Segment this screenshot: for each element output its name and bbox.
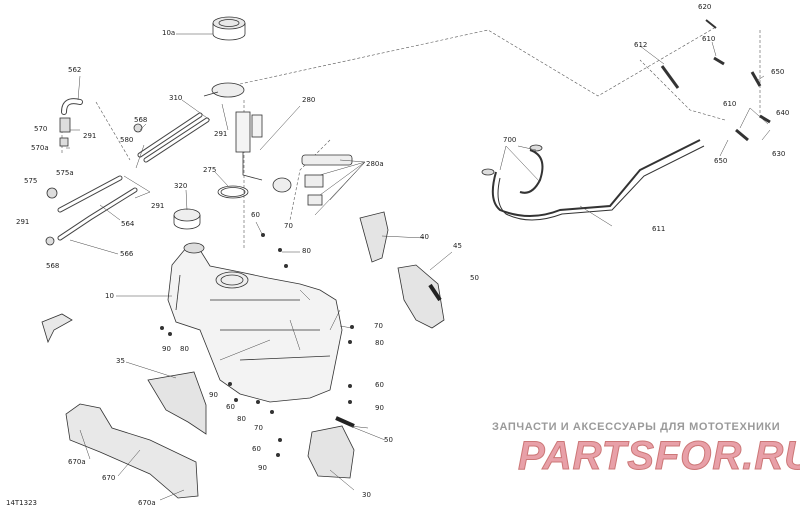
callout-80-a: 80 <box>302 247 311 255</box>
callout-575a: 575a <box>56 169 74 177</box>
callout-650: 650 <box>771 68 785 76</box>
callout-612: 612 <box>634 41 648 49</box>
fasteners <box>160 233 354 457</box>
shield-40 <box>359 211 389 263</box>
fuel-cap-320 <box>173 208 201 230</box>
callout-650-lower: 650 <box>714 157 728 165</box>
callout-90-a: 90 <box>162 345 171 353</box>
callout-610-lower: 610 <box>723 100 737 108</box>
callout-10: 10 <box>105 292 114 300</box>
callout-291-c: 291 <box>151 202 165 210</box>
callout-45: 45 <box>453 242 462 250</box>
shield-45 <box>397 264 445 329</box>
bracket-670 <box>65 403 199 499</box>
strip-50a <box>428 283 442 302</box>
callout-568-lower: 568 <box>46 262 60 270</box>
vent-lines <box>481 19 771 221</box>
callout-580: 580 <box>120 136 134 144</box>
callout-35: 35 <box>116 357 125 365</box>
callout-275: 275 <box>203 166 217 174</box>
callout-291-d: 291 <box>16 218 30 226</box>
callout-700: 700 <box>503 136 517 144</box>
cover-35 <box>147 371 207 435</box>
callout-50-a: 50 <box>470 274 479 282</box>
callout-620: 620 <box>698 3 712 11</box>
callout-90-d: 90 <box>258 464 267 472</box>
fuel-tank-10 <box>167 242 343 403</box>
callout-320: 320 <box>174 182 188 190</box>
callout-670: 670 <box>102 474 116 482</box>
guard-30 <box>307 425 355 479</box>
callout-60-c: 60 <box>226 403 235 411</box>
callout-80-b: 80 <box>375 339 384 347</box>
gasket-275 <box>217 185 249 199</box>
callout-630: 630 <box>772 150 786 158</box>
callout-570a: 570a <box>31 144 49 152</box>
strip-50b <box>335 416 355 428</box>
callout-10a: 10a <box>162 29 176 37</box>
callout-280a: 280a <box>366 160 384 168</box>
callout-291-a: 291 <box>83 132 97 140</box>
callout-611: 611 <box>652 225 666 233</box>
callout-30: 30 <box>362 491 371 499</box>
watermark-logo-text: PARTSFOR.RU <box>517 434 800 479</box>
callout-60-b: 60 <box>375 381 384 389</box>
callout-70-a: 70 <box>284 222 293 230</box>
callout-70-c: 70 <box>254 424 263 432</box>
callout-291-b: 291 <box>214 130 228 138</box>
callout-40: 40 <box>420 233 429 241</box>
callout-562: 562 <box>68 66 82 74</box>
callout-564: 564 <box>121 220 135 228</box>
callout-610: 610 <box>702 35 716 43</box>
callout-568: 568 <box>134 116 148 124</box>
watermark-caption: ЗАПЧАСТИ И АКСЕССУАРЫ ДЛЯ МОТОТЕХНИКИ <box>492 421 781 433</box>
fuel-pump-280 <box>203 82 292 193</box>
callout-640: 640 <box>776 109 790 117</box>
callout-566: 566 <box>120 250 134 258</box>
filler-ring-10a <box>212 16 246 41</box>
drawing-code: 14T1323 <box>6 499 37 507</box>
callout-570: 570 <box>34 125 48 133</box>
callout-80-c: 80 <box>180 345 189 353</box>
callout-90-c: 90 <box>209 391 218 399</box>
callout-90-b: 90 <box>375 404 384 412</box>
callout-60-a: 60 <box>251 211 260 219</box>
front-direction-arrow <box>41 313 73 344</box>
callout-575: 575 <box>24 177 38 185</box>
callout-80-d: 80 <box>237 415 246 423</box>
callout-280: 280 <box>302 96 316 104</box>
callout-670a-lower: 670a <box>138 499 156 507</box>
callout-310: 310 <box>169 94 183 102</box>
callout-50-b: 50 <box>384 436 393 444</box>
leader-lines <box>66 33 771 501</box>
callout-70-b: 70 <box>374 322 383 330</box>
fuel-level-sender-280a <box>301 154 353 206</box>
callout-60-d: 60 <box>252 445 261 453</box>
callout-670a: 670a <box>68 458 86 466</box>
